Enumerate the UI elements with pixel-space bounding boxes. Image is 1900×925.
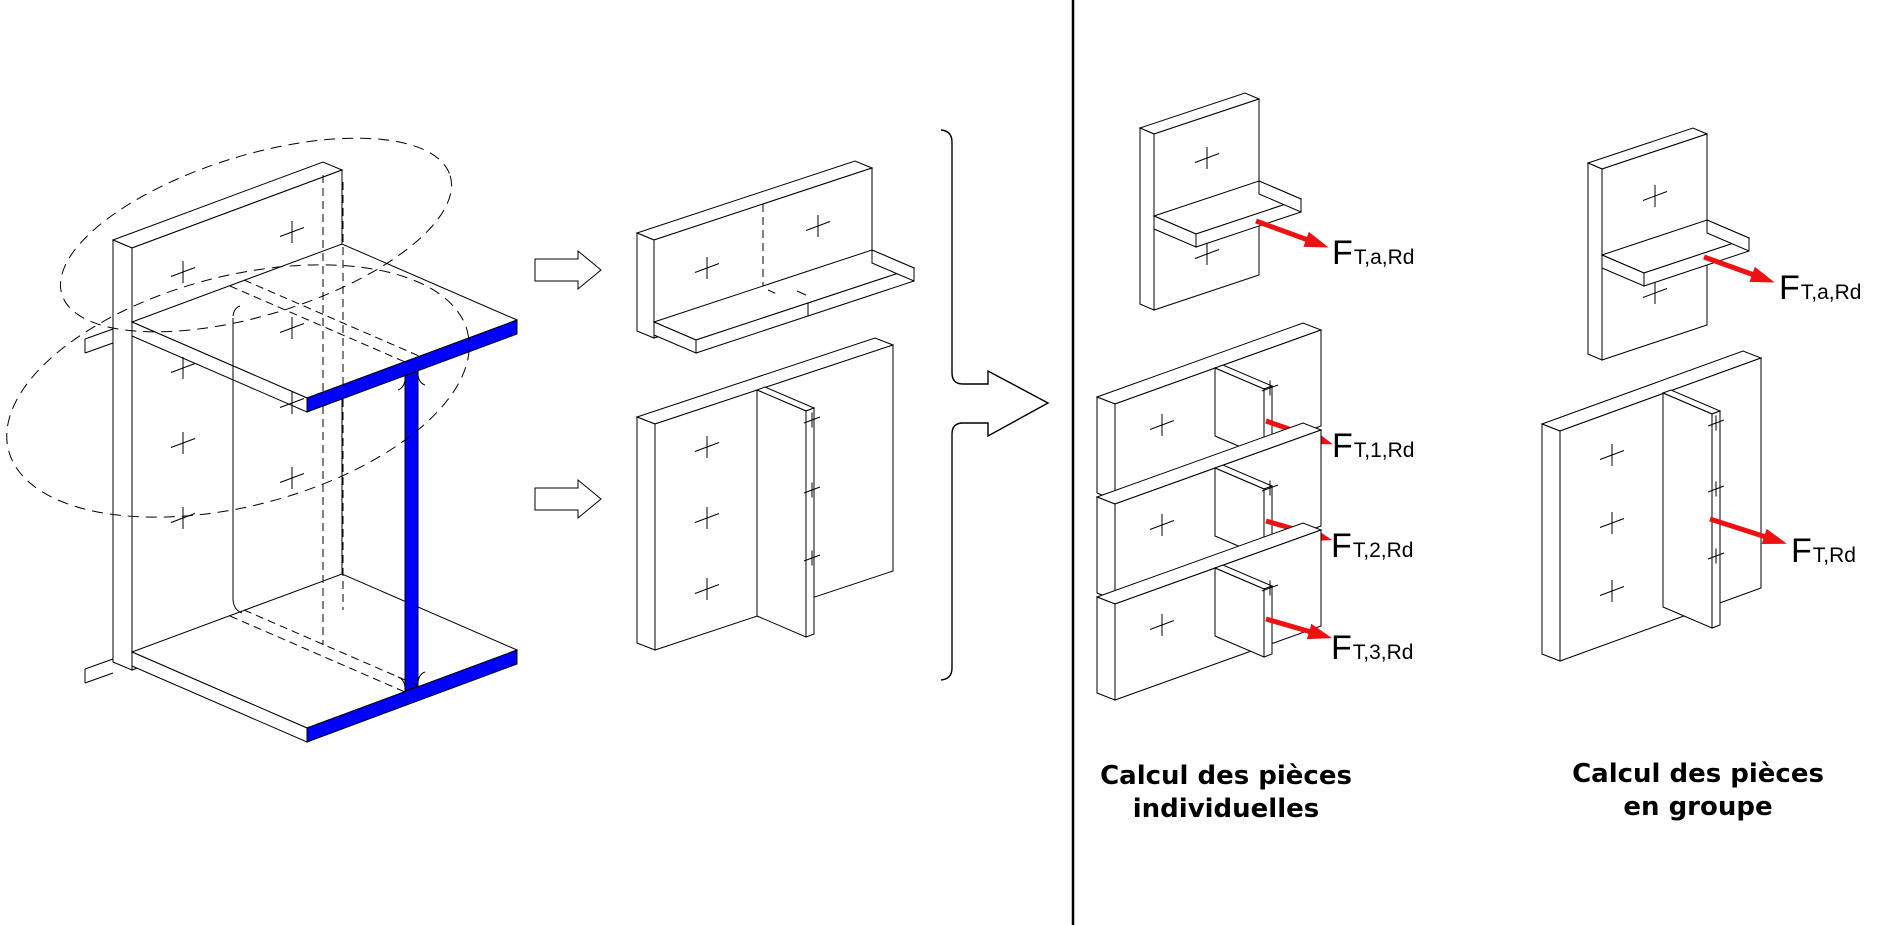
tstub-a-ellipse <box>59 137 453 333</box>
force-label-row3: FT,3,Rd <box>1331 629 1414 667</box>
beam-web <box>232 305 426 692</box>
web-cut-face <box>404 370 419 692</box>
flange-tstub-piece-drawing <box>635 160 916 354</box>
group-tstub-a-drawing <box>1586 127 1751 361</box>
individual-tstub-a-drawing <box>1138 92 1303 311</box>
force-label-row1: FT,1,Rd <box>1332 427 1415 465</box>
brace-arrow-icon <box>940 129 1050 681</box>
caption-group-line2: en groupe <box>1623 792 1773 822</box>
endplate-tstub-piece-drawing <box>635 337 895 651</box>
individual-row3-drawing <box>1095 522 1323 701</box>
force-arrow-row3 <box>1265 616 1333 640</box>
top-flange-left-tip <box>84 328 114 354</box>
force-arrow-a-individual <box>1255 218 1329 248</box>
beam-top-flange <box>130 243 519 413</box>
force-arrow-a-group <box>1703 254 1775 283</box>
force-label-group: FT,Rd <box>1791 532 1856 570</box>
caption-group: Calcul des pièces en groupe <box>1528 758 1868 824</box>
top-flange-cut-face <box>306 319 518 413</box>
individual-row2-drawing <box>1095 422 1323 601</box>
caption-individual: Calcul des pièces individuelles <box>1056 760 1396 826</box>
force-arrow-group <box>1709 516 1787 545</box>
bottom-flange-cut-face <box>306 649 518 743</box>
force-label-a-group: FT,a,Rd <box>1779 269 1862 307</box>
extract-arrow-bottom-icon <box>534 478 602 520</box>
force-label-a-individual: FT,a,Rd <box>1332 234 1415 272</box>
hidden-web-edges <box>229 175 420 693</box>
caption-individual-line2: individuelles <box>1132 794 1320 824</box>
tstub-rows-ellipse <box>6 264 470 518</box>
assembly-drawing <box>6 137 519 743</box>
caption-group-line1: Calcul des pièces <box>1572 759 1824 789</box>
group-rows-drawing <box>1540 350 1763 662</box>
extract-arrow-top-icon <box>534 249 602 291</box>
beam-bottom-flange <box>130 573 519 743</box>
caption-individual-line1: Calcul des pièces <box>1100 761 1352 791</box>
bottom-flange-left-tip <box>84 658 114 684</box>
force-label-row2: FT,2,Rd <box>1331 527 1414 565</box>
